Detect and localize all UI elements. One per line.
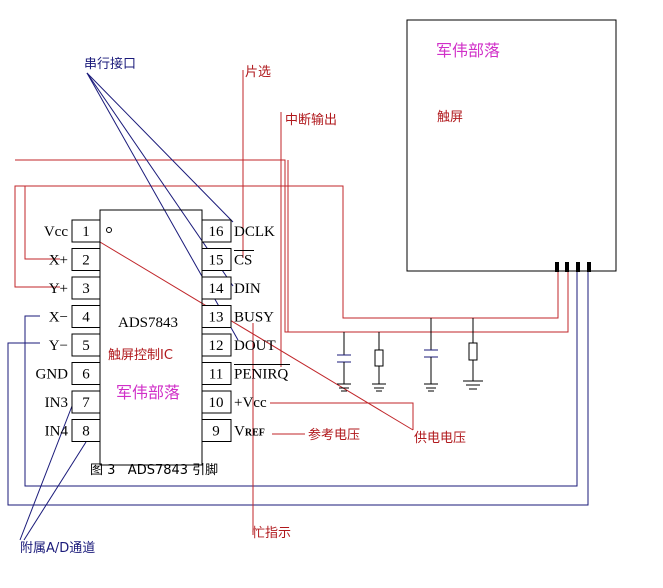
pin-7: 7 IN3	[45, 390, 101, 414]
label-chip-select: 片选	[245, 65, 271, 80]
pin-4: 4 X−	[49, 305, 101, 328]
pin-label: Vcc	[44, 224, 68, 240]
pin-label: Y−	[49, 338, 68, 354]
pin-box	[201, 219, 232, 243]
pin-number: 12	[209, 338, 224, 354]
pin-label: DIN	[234, 281, 261, 297]
pin-box	[71, 248, 101, 271]
pin-label: CS	[234, 253, 252, 269]
pin-10: 10 +Vcc	[201, 390, 267, 414]
pin-box	[71, 419, 101, 442]
pin-label: BUSY	[234, 310, 274, 326]
leader-aux-in4	[23, 441, 87, 541]
wire-touch-y-plus	[14, 185, 559, 319]
pin-label: VREF	[234, 424, 265, 440]
pin-number: 8	[82, 424, 90, 440]
ic-body	[99, 209, 203, 466]
pin-box	[71, 362, 101, 385]
pin-number: 7	[82, 395, 90, 411]
pin-number: 4	[82, 310, 90, 326]
wire-x-plus-to-pin	[24, 185, 288, 260]
pin-number: 13	[209, 310, 224, 326]
pin-9: 9 VREF	[201, 419, 265, 442]
pin-16: 16 DCLK	[201, 219, 275, 243]
ic-description: 触屏控制IC	[108, 348, 173, 363]
pin-box	[201, 248, 232, 271]
touchscreen-label: 触屏	[437, 110, 463, 125]
leader-serial-dclk	[86, 72, 234, 223]
pin-label: GND	[36, 367, 69, 383]
pin-12: 12 DOUT	[201, 333, 276, 357]
pin-number: 10	[209, 395, 224, 411]
touchscreen-panel	[406, 19, 617, 272]
capacitor-2	[424, 318, 438, 392]
ic-watermark: 军伟部落	[116, 383, 180, 402]
leader-serial-dout	[86, 72, 239, 341]
label-supply-voltage: 供电电压	[414, 431, 466, 446]
pin-box	[201, 390, 232, 414]
wire-touch-x-plus	[15, 159, 569, 333]
wire-touch-y-minus	[7, 268, 589, 506]
pin-13: 13 BUSY	[201, 305, 274, 328]
pin-label: DCLK	[234, 224, 275, 240]
pin-label: IN4	[45, 424, 69, 440]
pin-5: 5 Y−	[49, 333, 101, 357]
resistor-2	[463, 318, 483, 390]
touchscreen-connector	[555, 262, 591, 272]
leader-supply-voltage	[270, 402, 414, 430]
pin-number: 15	[209, 253, 224, 269]
pin-number: 9	[212, 424, 220, 440]
pin-8: 8 IN4	[45, 419, 101, 442]
leader-aux-in3	[19, 405, 73, 541]
pin-number: 1	[82, 224, 90, 240]
pin-3: 3 Y+	[49, 276, 101, 300]
touchscreen-watermark: 军伟部落	[436, 41, 500, 60]
label-busy-indicator: 忙指示	[252, 526, 291, 541]
pin-box	[71, 219, 101, 243]
figure-caption: 图 3 ADS7843 引脚	[90, 462, 218, 478]
leader-vcc-diagonal	[79, 229, 414, 431]
pin-number: 11	[209, 367, 223, 383]
pin-number: 14	[209, 281, 225, 297]
pin-1: 1 Vcc	[44, 219, 101, 243]
pin-label: DOUT	[234, 338, 276, 354]
pin-box	[71, 333, 101, 357]
pin-box	[71, 305, 101, 328]
label-reference-voltage: 参考电压	[308, 427, 360, 443]
pin1-marker	[106, 227, 112, 233]
pin-number: 2	[82, 253, 90, 269]
pin-box	[201, 419, 232, 442]
pin-number: 6	[82, 367, 90, 383]
resistor-1	[372, 332, 386, 392]
pin-number: 5	[82, 338, 90, 354]
wire-touch-x-minus	[24, 268, 578, 487]
pin-box	[201, 333, 232, 357]
pin-label: +Vcc	[234, 395, 267, 411]
pin-label: Y+	[49, 281, 68, 297]
pin-2: 2 X+	[49, 248, 101, 271]
pin-14: 14 DIN	[201, 276, 261, 300]
label-aux-ad-channels: 附属A/D通道	[20, 541, 95, 556]
pin-label: X+	[49, 253, 68, 269]
capacitor-1	[337, 332, 351, 392]
pin-box	[71, 390, 101, 414]
pin-label: X−	[49, 310, 68, 326]
pin-label: PENIRQ	[234, 367, 288, 383]
pin-6: 6 GND	[36, 362, 101, 385]
pin-box	[71, 276, 101, 300]
pin-15: 15 CS	[201, 248, 254, 271]
pin-label: IN3	[45, 395, 68, 411]
pin-number: 3	[82, 281, 90, 297]
pin-number: 16	[209, 224, 225, 240]
ic-part-number: ADS7843	[118, 315, 178, 331]
pin-box	[201, 362, 232, 385]
label-serial-interface: 串行接口	[84, 56, 136, 72]
pin-box	[201, 305, 232, 328]
pin-box	[201, 276, 232, 300]
pin-11: 11 PENIRQ	[201, 362, 290, 385]
label-interrupt-output: 中断输出	[285, 112, 337, 128]
